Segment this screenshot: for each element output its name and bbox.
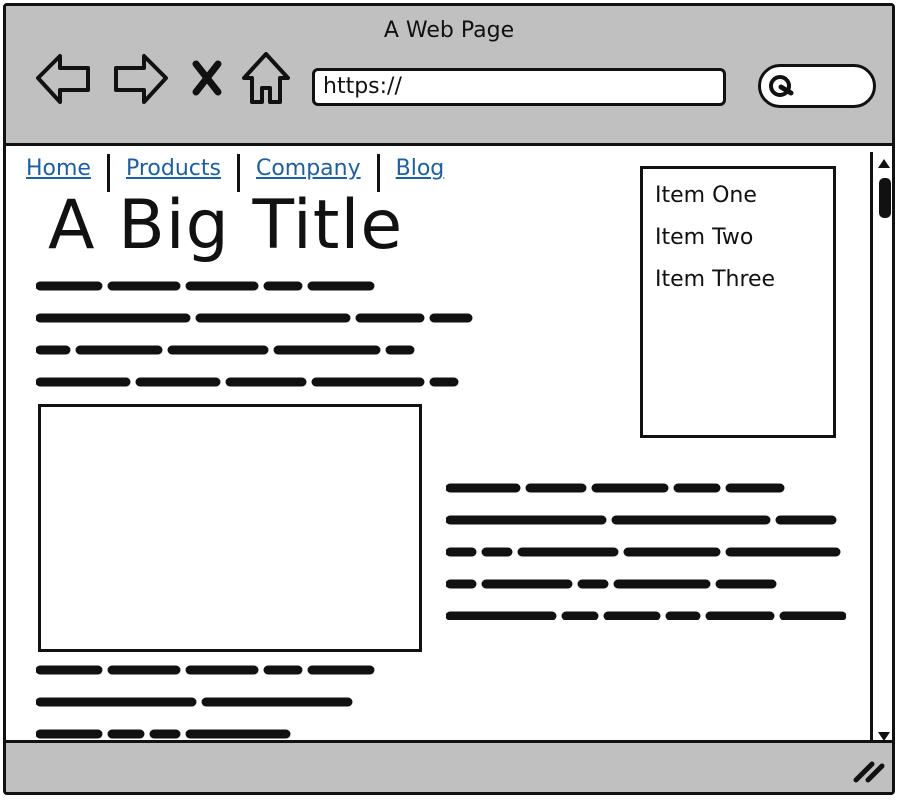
- site-nav: Home Products Company Blog: [26, 154, 476, 194]
- image-placeholder: [38, 404, 422, 652]
- nav-link-products[interactable]: Products: [126, 154, 240, 192]
- browser-chrome: A Web Page https://: [6, 6, 892, 146]
- scroll-up-icon[interactable]: [875, 154, 893, 172]
- home-icon: [242, 52, 290, 104]
- sidebar-item-two[interactable]: Item Two: [655, 225, 754, 250]
- window-title: A Web Page: [383, 18, 515, 43]
- sidebar-item-three[interactable]: Item Three: [655, 267, 776, 292]
- search-input[interactable]: [758, 64, 876, 108]
- back-arrow-icon: [36, 54, 90, 104]
- url-input[interactable]: https://: [312, 68, 726, 106]
- search-icon: [769, 75, 794, 97]
- close-icon: [192, 60, 222, 96]
- back-button[interactable]: [34, 50, 94, 110]
- page-title: A Big Title: [48, 186, 404, 265]
- vertical-scrollbar[interactable]: [870, 152, 893, 748]
- nav-link-blog[interactable]: Blog: [395, 156, 445, 181]
- browser-window: A Web Page https://: [3, 3, 895, 795]
- placeholder-text-block-2: [446, 483, 846, 620]
- nav-link-company[interactable]: Company: [256, 154, 380, 192]
- sidebar-item-one[interactable]: Item One: [655, 183, 757, 208]
- stop-button[interactable]: [190, 58, 226, 102]
- nav-link-home[interactable]: Home: [26, 154, 110, 192]
- placeholder-text-block-1: [36, 281, 473, 387]
- scroll-down-icon[interactable]: [875, 728, 893, 746]
- scroll-thumb[interactable]: [879, 178, 891, 218]
- forward-button[interactable]: [110, 50, 170, 110]
- home-button[interactable]: [240, 50, 292, 112]
- resize-grip-icon[interactable]: [852, 758, 886, 784]
- forward-arrow-icon: [114, 54, 168, 104]
- page-content: Home Products Company Blog A Big Title: [6, 146, 893, 748]
- sidebar-list: Item One Item Two Item Three: [640, 166, 836, 438]
- status-bar: [6, 740, 892, 792]
- placeholder-text-block-3: [36, 665, 375, 739]
